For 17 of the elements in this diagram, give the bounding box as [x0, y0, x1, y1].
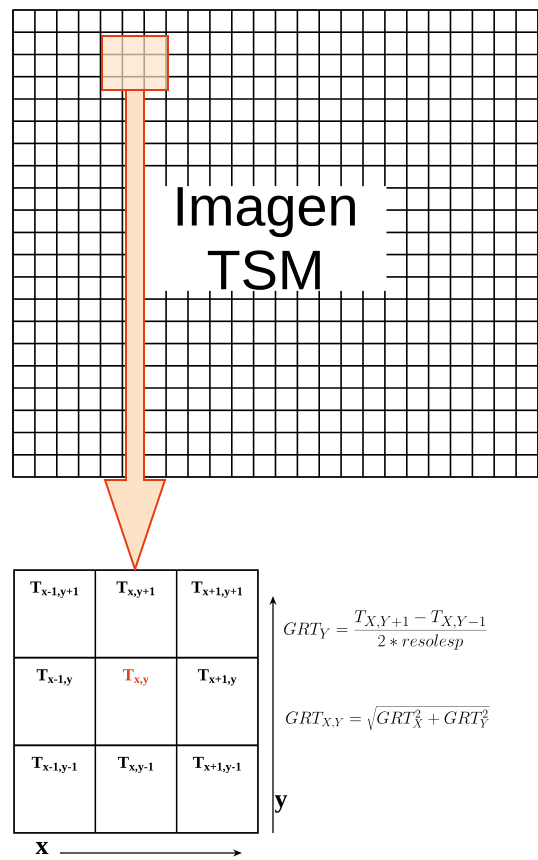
- grid-cell: T$_{x,y-1}$: [94, 745, 178, 834]
- neighbourhood-grid: [13, 569, 259, 834]
- grid-cell: T$_{x-1,y}$: [14, 657, 96, 746]
- grid-cell: T$_{x,y}$: [94, 657, 178, 746]
- axis-label: y: [274, 795, 288, 813]
- window-box: [101, 35, 169, 91]
- formula: $GRT_{Y}=\frac{T_{X,Y+1}-T_{X,Y-1}}{2*resolesp}$: [284, 610, 487, 650]
- image-title: Imagen TSM: [144, 186, 386, 291]
- grid-cell: T$_{x-1,y-1}$: [14, 745, 96, 834]
- grid-cell: T$_{x+1,y}$: [176, 657, 258, 746]
- grid-cell: T$_{x,y+1}$: [94, 570, 178, 658]
- grid-cell: T$_{x+1,y-1}$: [176, 745, 258, 834]
- grid-cell: T$_{x+1,y+1}$: [176, 570, 258, 658]
- block-arrow: [104, 89, 166, 572]
- axis-label: x: [36, 842, 48, 854]
- grid-cell: T$_{x-1,y+1}$: [14, 570, 96, 658]
- formula: $GRT_{X,Y}=\sqrt{GRT_{X}^{2}+GRT_{Y}^{2}}$: [286, 706, 490, 730]
